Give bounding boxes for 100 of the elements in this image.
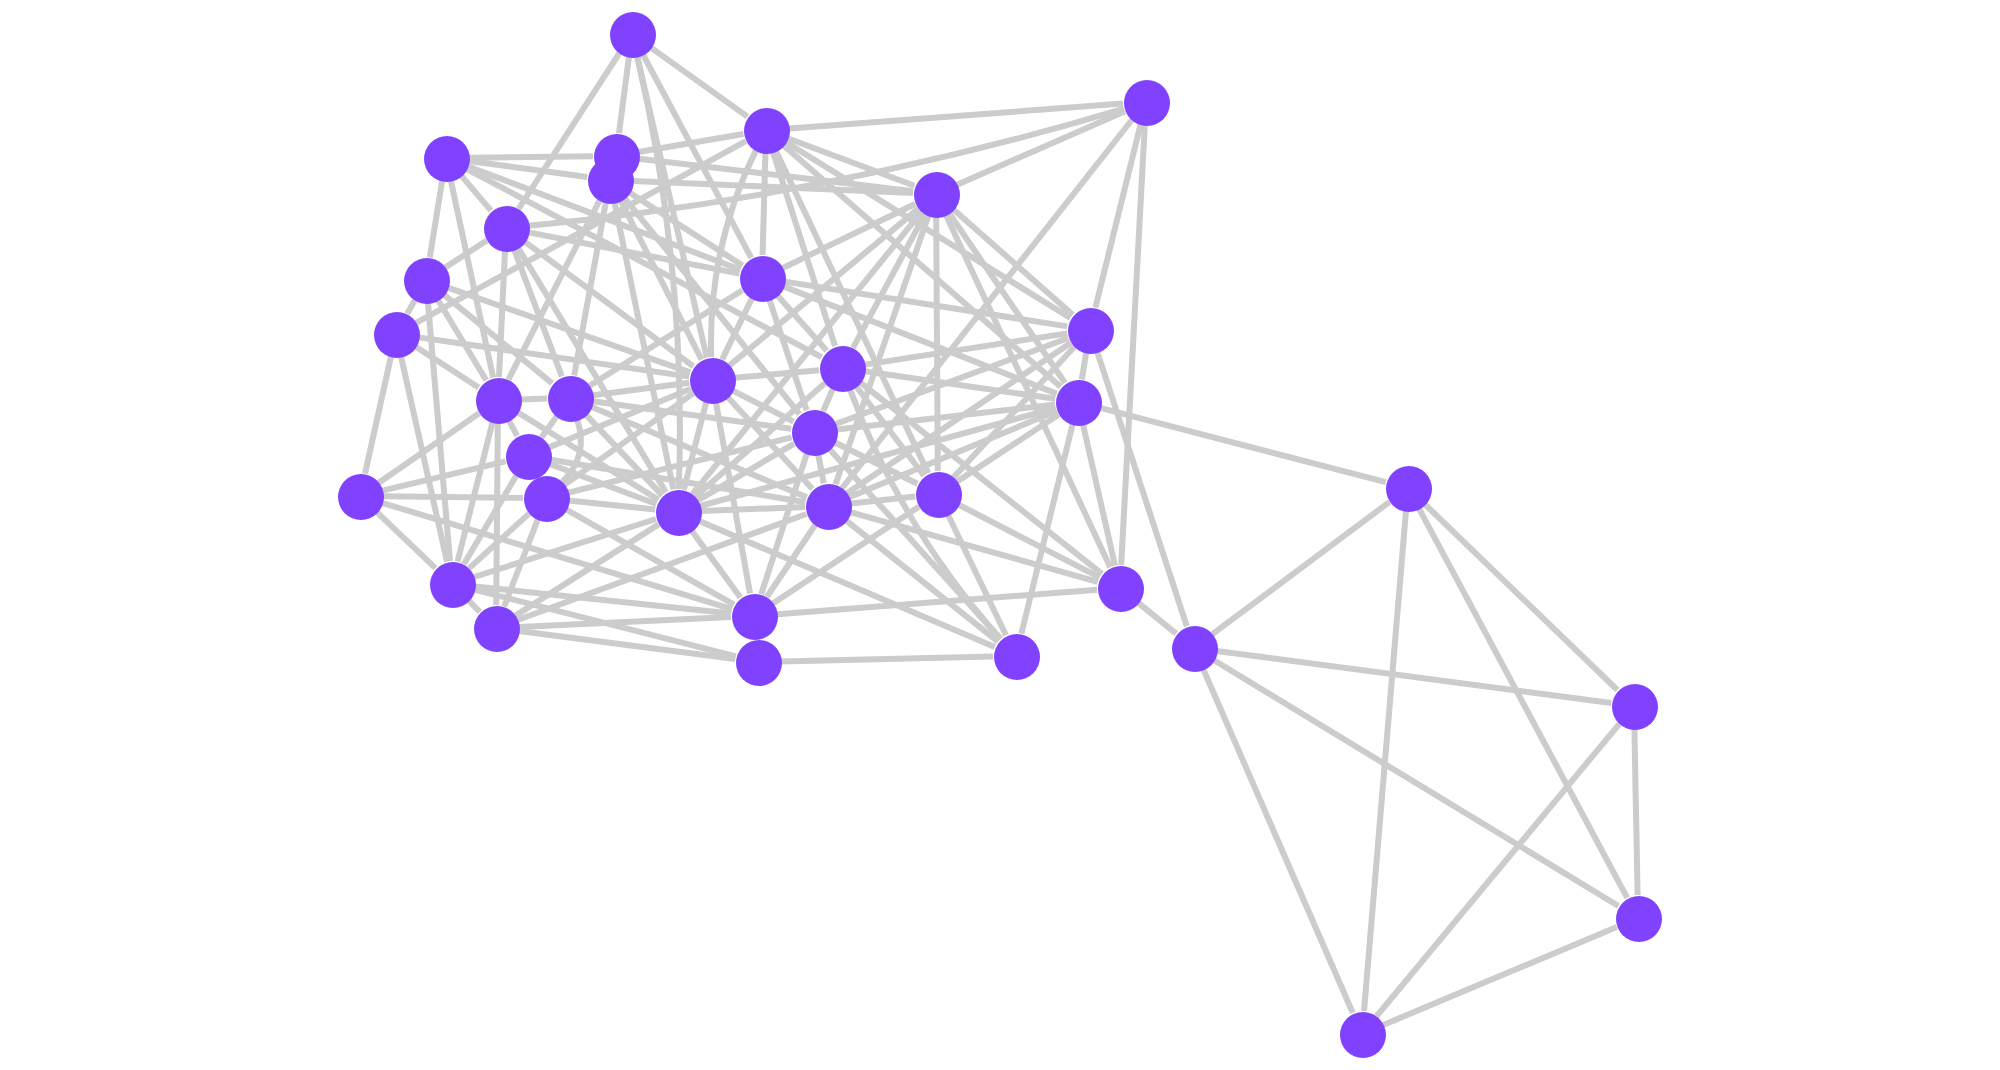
connection-line [592,398,792,432]
connection-line [836,401,1056,433]
connection-line [550,456,806,506]
connection-line [827,447,1003,641]
connection-line [592,379,690,399]
connection-line [622,195,802,417]
connection-line [700,504,806,514]
network-node [913,171,959,217]
network-node [1385,465,1431,511]
connection-line [1018,423,1076,635]
connection-line [466,511,532,571]
connection-line [713,402,753,594]
connection-line [468,153,594,161]
network-node [373,311,419,357]
connection-line [774,293,830,353]
connection-line [1416,506,1630,900]
connection-line [776,586,1098,618]
connection-line [382,493,524,501]
connection-line [708,149,759,358]
connection-line [1094,350,1190,628]
connection-line [731,387,795,425]
connection-line [1382,924,1618,1028]
connection-line [773,149,931,475]
connection-line [362,355,394,475]
connection-line [616,56,632,134]
connection-line [850,212,928,350]
network-node [523,475,569,521]
connection-line [850,493,916,507]
connection-line [468,158,588,180]
connection-line [414,138,748,326]
connection-line [788,100,1124,132]
network-node [429,561,475,607]
connection-line [518,614,732,630]
connection-line [377,410,481,486]
connection-line [849,509,1099,585]
connection-line [493,422,501,606]
network-node [483,205,529,251]
connection-line [933,216,941,472]
network-node [1171,625,1217,671]
connection-line [501,518,541,608]
connection-line [784,278,1068,330]
connection-line [832,214,932,486]
network-node [743,107,789,153]
connection-line [951,206,1075,318]
connection-line [418,334,690,380]
connection-line [505,199,603,381]
network-node [1123,79,1169,125]
connection-line [719,297,755,361]
connection-line [496,250,508,378]
connection-line [951,344,1077,480]
connection-line [771,504,921,606]
network-node [505,433,551,479]
connection-line [466,598,482,614]
connection-line [627,189,745,269]
connection-line [844,518,1000,644]
connection-line [560,418,584,484]
network-node [1097,565,1143,611]
connection-line [516,409,660,503]
connection-line [413,343,481,391]
connection-line [638,155,914,195]
network-node [739,255,785,301]
connection-line [1216,648,1612,706]
connection-line [458,173,494,213]
connection-line [564,506,736,608]
connection-line [513,521,661,619]
connection-line [847,388,1003,641]
network-node [609,11,655,57]
connection-line [1361,510,1409,1012]
network-node [337,473,383,519]
network-node [1067,307,1113,353]
network-node [993,633,1039,679]
connection-line [435,298,489,382]
connection-line [815,454,827,484]
connection-line [528,105,1125,229]
network-node [1055,379,1101,425]
network-node [735,639,781,685]
connection-line [374,509,438,571]
connection-line [516,511,808,623]
network-node [915,471,961,517]
network-node [473,605,519,651]
connection-line [538,414,560,440]
connection-line [588,287,744,389]
connection-line [567,434,793,496]
connection-line [957,501,1101,581]
connection-line [425,302,453,562]
network-node [819,345,865,391]
connection-line [1200,667,1356,1015]
connection-line [1135,600,1179,636]
network-node [423,135,469,181]
connection-line [548,386,692,450]
connection-line [381,499,733,613]
network-node [791,409,837,455]
connection-line [640,52,754,260]
connection-line [1118,124,1148,566]
connection-line [696,441,796,503]
connection-line [466,163,742,273]
connection-line [1099,404,1387,486]
connection-line [381,458,507,494]
network-node [475,377,521,423]
connection-line [474,583,732,617]
